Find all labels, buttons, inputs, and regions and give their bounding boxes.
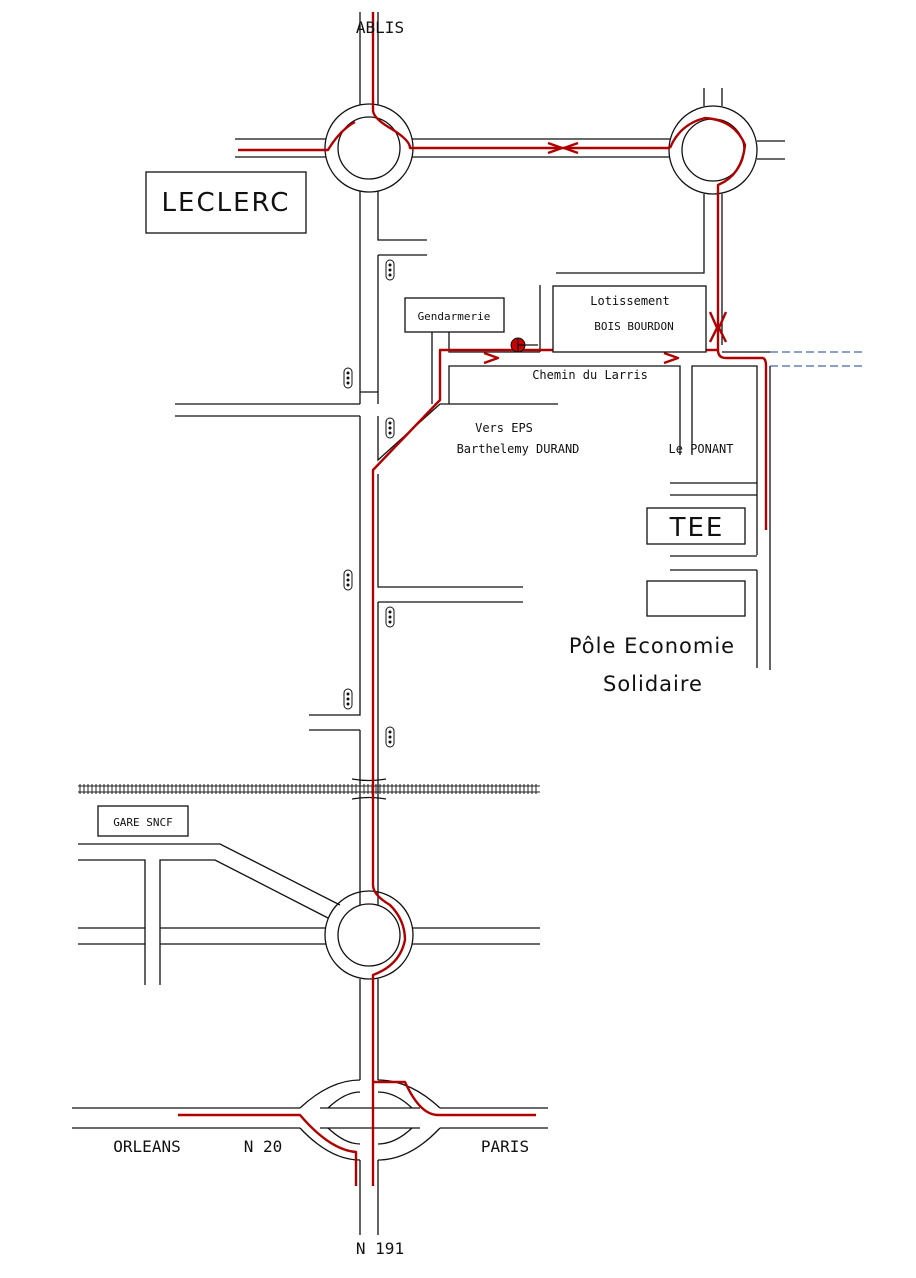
label-paris: PARIS [481, 1137, 529, 1156]
west-road [175, 403, 360, 417]
label-n191: N 191 [356, 1239, 404, 1258]
leclerc-box [145, 171, 307, 234]
interchange-n20 [72, 1079, 548, 1235]
label-n20: N 20 [244, 1137, 283, 1156]
roundabout-south [78, 843, 540, 1080]
railway [78, 778, 540, 800]
tee-box [646, 507, 746, 545]
gendarmerie-box [404, 297, 505, 333]
label-tee: TEE [669, 513, 725, 543]
label-pole-economie: Pôle Economie [569, 634, 735, 658]
label-vers-eps: Vers EPS [475, 421, 533, 435]
traffic-light-icon [385, 417, 395, 439]
lotissement-box [552, 285, 707, 353]
planned-road [770, 351, 866, 367]
main-road [309, 255, 558, 905]
empty-box [646, 580, 746, 617]
traffic-light-icon [385, 726, 395, 748]
red-circle-marker-icon [510, 337, 538, 353]
label-chemin: Chemin du Larris [532, 368, 648, 382]
traffic-lights [343, 259, 395, 748]
arrow-icon [663, 351, 680, 365]
label-barthelemy: Barthelemy DURAND [457, 442, 580, 456]
traffic-light-icon [343, 569, 353, 591]
chemin-du-larris-road [431, 285, 771, 670]
arrow-icon [547, 141, 564, 155]
label-ablis: ABLIS [356, 18, 404, 37]
traffic-light-icon [385, 606, 395, 628]
traffic-light-icon [385, 259, 395, 281]
roundabout-ablis [235, 12, 670, 404]
label-leclerc: LECLERC [162, 188, 291, 218]
label-gare-sncf: GARE SNCF [113, 816, 173, 829]
label-solidaire: Solidaire [603, 672, 703, 696]
label-orleans: ORLEANS [113, 1137, 180, 1156]
label-bois-bourdon: BOIS BOURDON [594, 320, 673, 333]
traffic-light-icon [343, 688, 353, 710]
gare-box [97, 805, 189, 837]
arrow-icon [483, 351, 500, 365]
label-ponant: Le PONANT [668, 442, 733, 456]
arrow-icon [562, 141, 579, 155]
label-lotissement: Lotissement [590, 294, 669, 308]
label-gendarmerie: Gendarmerie [418, 310, 491, 323]
arrow-icon [708, 311, 728, 343]
itinerary-route [178, 12, 768, 1186]
traffic-light-icon [343, 367, 353, 389]
